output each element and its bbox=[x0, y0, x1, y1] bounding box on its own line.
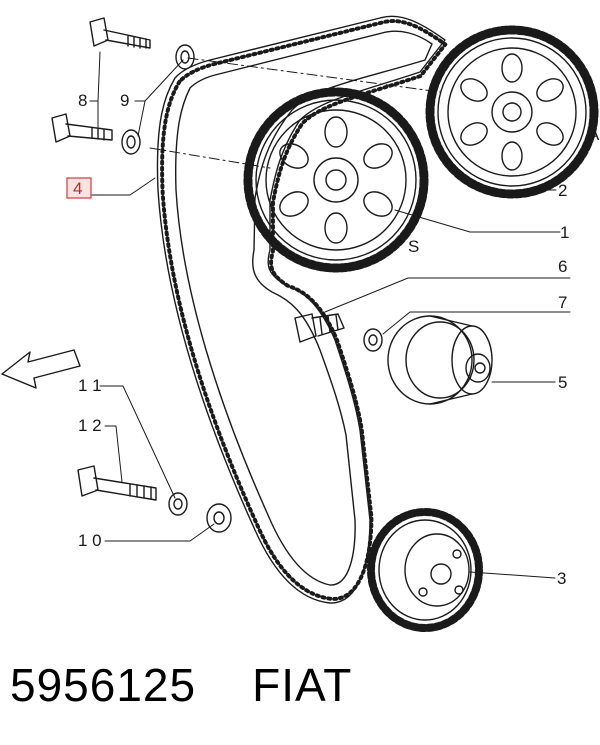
direction-arrow-icon bbox=[1, 349, 81, 389]
label-letter-a: A bbox=[588, 125, 600, 144]
tensioner-pulley-5 bbox=[387, 315, 493, 405]
leader-line-4 bbox=[91, 177, 156, 196]
alignment-line bbox=[149, 147, 271, 169]
label-part-3: 3 bbox=[557, 569, 566, 588]
label-part-8: 8 bbox=[78, 91, 87, 110]
label-part-11: 1 1 bbox=[78, 376, 102, 395]
label-part-6: 6 bbox=[558, 257, 567, 276]
leader-line-6 bbox=[324, 277, 571, 313]
label-part-7: 7 bbox=[558, 293, 567, 312]
washer-10 bbox=[206, 503, 232, 533]
label-part-5: 5 bbox=[558, 373, 567, 392]
label-part-4: 4 bbox=[73, 179, 82, 198]
leader-line-3 bbox=[469, 571, 556, 579]
leader-line-10 bbox=[104, 523, 215, 542]
camshaft-pulley-2 bbox=[425, 25, 599, 199]
leader-line-9 bbox=[134, 59, 184, 137]
timing-belt-diagram: 1 2 3 4 5 6 7 8 9 1 0 1 1 1 2 A S bbox=[1, 15, 600, 632]
timing-belt bbox=[156, 15, 448, 604]
bolt-12 bbox=[77, 465, 157, 501]
camshaft-pulley-1 bbox=[243, 87, 429, 273]
leader-line-12 bbox=[104, 425, 123, 483]
label-part-12: 1 2 bbox=[78, 416, 102, 435]
leader-line-1 bbox=[394, 209, 561, 233]
brand-name: FIAT bbox=[252, 659, 353, 711]
label-part-2: 2 bbox=[558, 181, 567, 200]
leader-line-11 bbox=[99, 385, 176, 499]
washer-9-upper bbox=[175, 44, 195, 70]
label-letter-s: S bbox=[408, 237, 419, 256]
part-number: 5956125 bbox=[10, 659, 197, 711]
washer-11 bbox=[168, 492, 188, 516]
label-part-1: 1 bbox=[560, 223, 569, 242]
label-part-9: 9 bbox=[120, 91, 129, 110]
leader-line-8 bbox=[89, 51, 101, 129]
bolt-8-lower bbox=[51, 113, 113, 143]
part-caption: 5956125 FIAT bbox=[10, 650, 352, 720]
alignment-line bbox=[187, 57, 441, 93]
washer-7 bbox=[363, 328, 383, 352]
part-4-highlight bbox=[66, 177, 92, 199]
tensioner-stud-6 bbox=[294, 313, 345, 343]
label-part-10: 1 0 bbox=[78, 531, 102, 550]
leader-line-7 bbox=[382, 311, 571, 335]
crankshaft-sprocket-3 bbox=[367, 508, 483, 632]
bolt-8-upper bbox=[89, 17, 151, 49]
washer-9-lower bbox=[121, 129, 141, 155]
